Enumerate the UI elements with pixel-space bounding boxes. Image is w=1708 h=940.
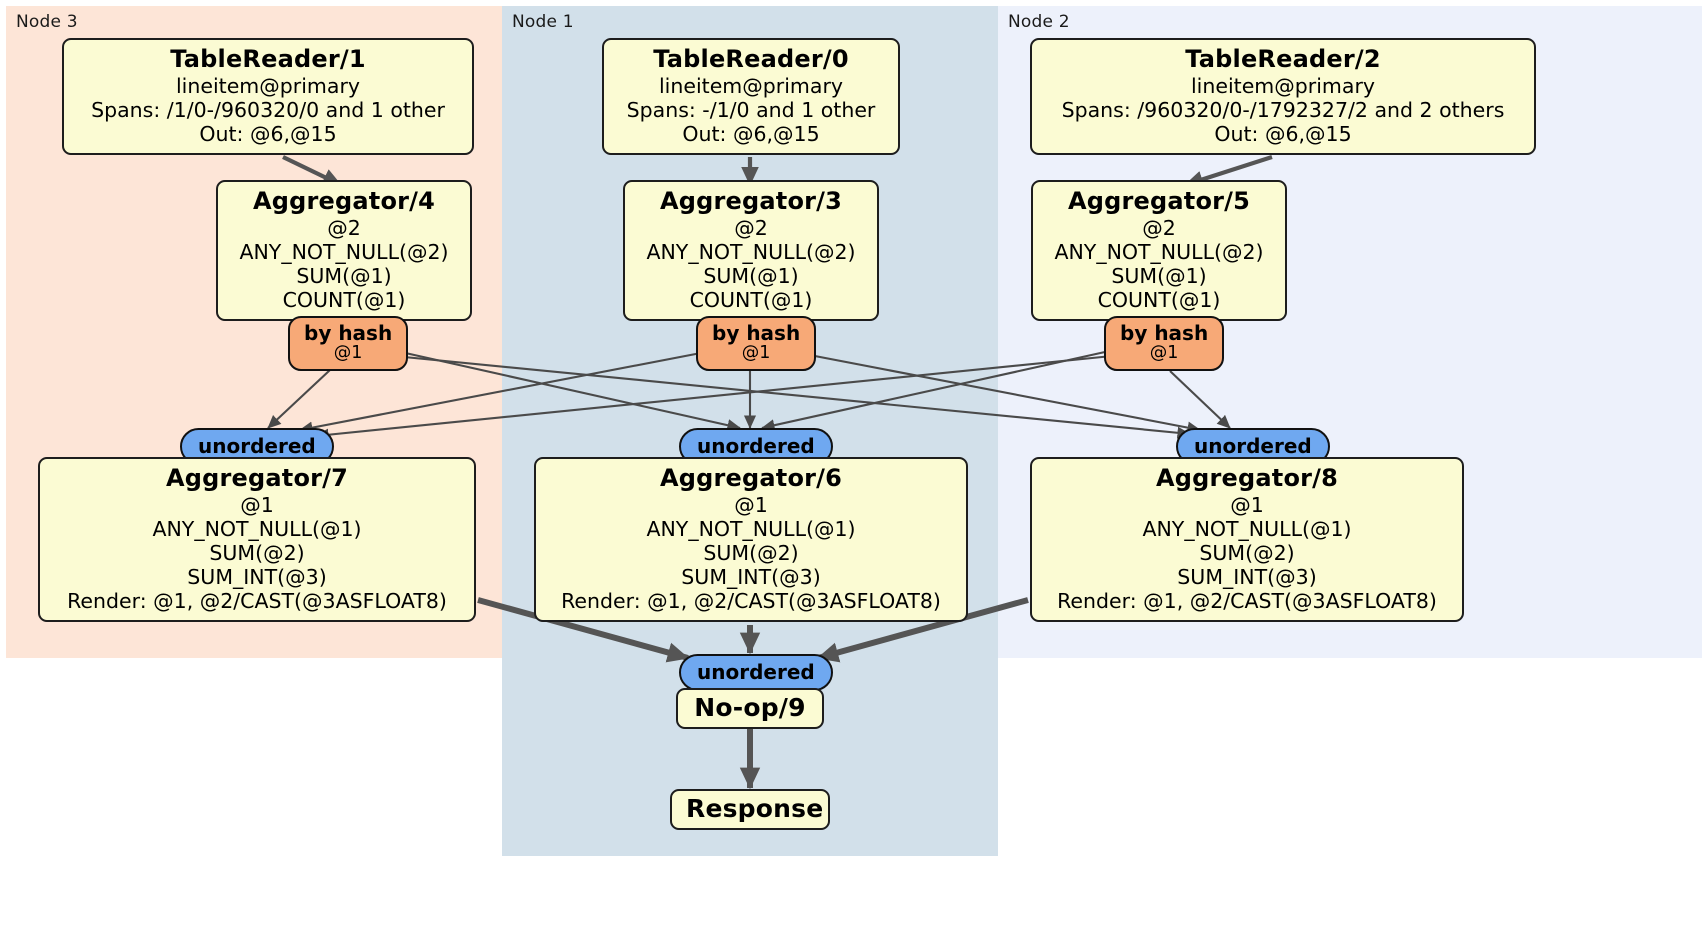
processor-aggregator-5[interactable]: Aggregator/5 @2 ANY_NOT_NULL(@2) SUM(@1)… (1031, 180, 1287, 322)
processor-title: Response (686, 794, 824, 823)
processor-aggregator-6[interactable]: Aggregator/6 @1 ANY_NOT_NULL(@1) SUM(@2)… (534, 457, 968, 622)
processor-table-reader-1[interactable]: TableReader/1 lineitem@primary Spans: /1… (62, 38, 474, 156)
processor-table-reader-0[interactable]: TableReader/0 lineitem@primary Spans: -/… (602, 38, 900, 156)
processor-detail-line: lineitem@primary (175, 74, 361, 99)
processor-detail-line: SUM(@2) (209, 541, 305, 566)
processor-detail-line: COUNT(@1) (1097, 288, 1221, 313)
router-by-hash-left[interactable]: by hash @1 (288, 316, 409, 371)
processor-detail-line: ANY_NOT_NULL(@2) (1054, 240, 1264, 265)
router-column-label: @1 (741, 343, 771, 364)
processor-detail-line: lineitem@primary (1190, 74, 1376, 99)
processor-detail-line: Out: @6,@15 (1214, 122, 1352, 147)
processor-title: Aggregator/4 (252, 187, 436, 215)
processor-detail-line: SUM(@1) (1111, 264, 1207, 289)
processor-detail-line: @2 (327, 216, 361, 241)
processor-detail-line: ANY_NOT_NULL(@1) (646, 517, 856, 542)
processor-detail-line: @1 (1230, 493, 1264, 518)
processor-detail-line: lineitem@primary (658, 74, 844, 99)
processor-detail-line: ANY_NOT_NULL(@2) (239, 240, 449, 265)
processor-title: TableReader/1 (170, 45, 366, 73)
processor-aggregator-3[interactable]: Aggregator/3 @2 ANY_NOT_NULL(@2) SUM(@1)… (623, 180, 879, 322)
processor-table-reader-2[interactable]: TableReader/2 lineitem@primary Spans: /9… (1030, 38, 1536, 156)
processor-detail-line: SUM_INT(@3) (681, 565, 821, 590)
processor-detail-line: @1 (734, 493, 768, 518)
node-panel-label-node-3: Node 3 (16, 12, 78, 32)
processor-title: No-op/9 (694, 693, 806, 722)
processor-detail-line: ANY_NOT_NULL(@2) (646, 240, 856, 265)
processor-render-line: Render: @1, @2/CAST(@3ASFLOAT8) (561, 589, 941, 614)
processor-render-line: Render: @1, @2/CAST(@3ASFLOAT8) (67, 589, 447, 614)
node-panel-label-node-2: Node 2 (1008, 12, 1070, 32)
processor-detail-line: SUM_INT(@3) (1177, 565, 1317, 590)
processor-aggregator-4[interactable]: Aggregator/4 @2 ANY_NOT_NULL(@2) SUM(@1)… (216, 180, 472, 322)
processor-title: Aggregator/5 (1067, 187, 1251, 215)
router-kind-label: by hash (304, 321, 393, 345)
processor-detail-line: @1 (240, 493, 274, 518)
processor-detail-line: Out: @6,@15 (199, 122, 337, 147)
router-kind-label: by hash (1120, 321, 1209, 345)
processor-detail-line: Spans: -/1/0 and 1 other (626, 98, 876, 123)
processor-detail-line: ANY_NOT_NULL(@1) (1142, 517, 1352, 542)
processor-title: TableReader/0 (653, 45, 849, 73)
processor-detail-line: @2 (1142, 216, 1176, 241)
processor-no-op-9[interactable]: No-op/9 (676, 688, 824, 730)
processor-detail-line: SUM(@2) (1199, 541, 1295, 566)
processor-detail-line: Spans: /960320/0-/1792327/2 and 2 others (1061, 98, 1505, 123)
router-by-hash-center[interactable]: by hash @1 (696, 316, 817, 371)
processor-detail-line: SUM(@1) (296, 264, 392, 289)
processor-detail-line: SUM(@2) (703, 541, 799, 566)
processor-detail-line: Out: @6,@15 (682, 122, 820, 147)
processor-detail-line: COUNT(@1) (689, 288, 813, 313)
router-kind-label: by hash (712, 321, 801, 345)
router-by-hash-right[interactable]: by hash @1 (1104, 316, 1225, 371)
processor-title: TableReader/2 (1185, 45, 1381, 73)
processor-detail-line: COUNT(@1) (282, 288, 406, 313)
processor-detail-line: Spans: /1/0-/960320/0 and 1 other (91, 98, 445, 123)
processor-detail-line: SUM_INT(@3) (187, 565, 327, 590)
processor-detail-line: SUM(@1) (703, 264, 799, 289)
processor-title: Aggregator/6 (659, 464, 843, 492)
processor-detail-line: ANY_NOT_NULL(@1) (152, 517, 362, 542)
processor-response[interactable]: Response (670, 789, 830, 831)
processor-title: Aggregator/3 (659, 187, 843, 215)
processor-aggregator-8[interactable]: Aggregator/8 @1 ANY_NOT_NULL(@1) SUM(@2)… (1030, 457, 1464, 622)
processor-detail-line: @2 (734, 216, 768, 241)
router-column-label: @1 (333, 343, 363, 364)
processor-title: Aggregator/7 (165, 464, 349, 492)
processor-aggregator-7[interactable]: Aggregator/7 @1 ANY_NOT_NULL(@1) SUM(@2)… (38, 457, 476, 622)
router-column-label: @1 (1149, 343, 1179, 364)
processor-render-line: Render: @1, @2/CAST(@3ASFLOAT8) (1057, 589, 1437, 614)
synchronizer-unordered-final[interactable]: unordered (679, 654, 833, 692)
processor-title: Aggregator/8 (1155, 464, 1339, 492)
node-panel-label-node-1: Node 1 (512, 12, 574, 32)
